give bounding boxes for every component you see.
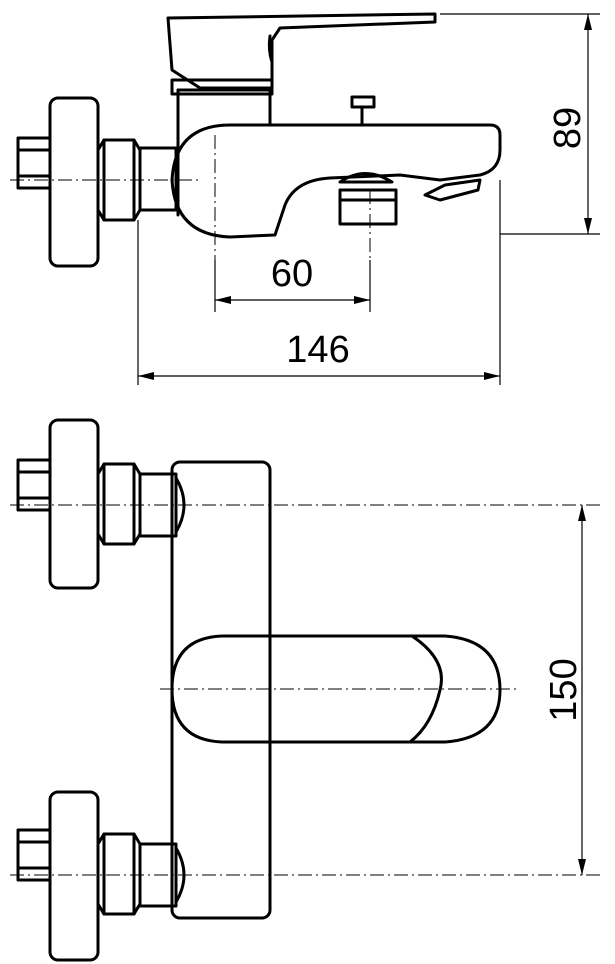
dimension-60: 60: [215, 253, 370, 304]
dimension-89: 89: [547, 14, 592, 234]
lever-handle-side: [166, 12, 437, 90]
pipe-stub-lower: [16, 828, 52, 882]
outlet-nozzle: [338, 188, 398, 226]
connector-top: [138, 146, 178, 212]
dimension-146: 146: [138, 329, 500, 380]
diverter-cap: [350, 95, 376, 109]
wall-flange-lower: [48, 790, 100, 962]
side-view-faucet: [16, 12, 502, 268]
dimension-60-label: 60: [271, 253, 313, 295]
front-view-faucet: [16, 418, 502, 962]
wall-flange-top: [48, 96, 100, 268]
shower-connector: [423, 178, 482, 202]
dimension-150: 150: [543, 505, 586, 875]
pipe-stub-top: [16, 136, 52, 190]
dimension-89-label: 89: [547, 107, 589, 149]
dimension-146-label: 146: [286, 329, 349, 371]
pipe-stub-upper: [16, 458, 52, 512]
body-side: [170, 88, 502, 239]
body-front: [170, 460, 272, 920]
lever-handle-front: [170, 634, 502, 744]
wall-flange-upper: [48, 418, 100, 590]
outlet-dome: [338, 172, 394, 184]
dimension-150-label: 150: [543, 658, 585, 721]
